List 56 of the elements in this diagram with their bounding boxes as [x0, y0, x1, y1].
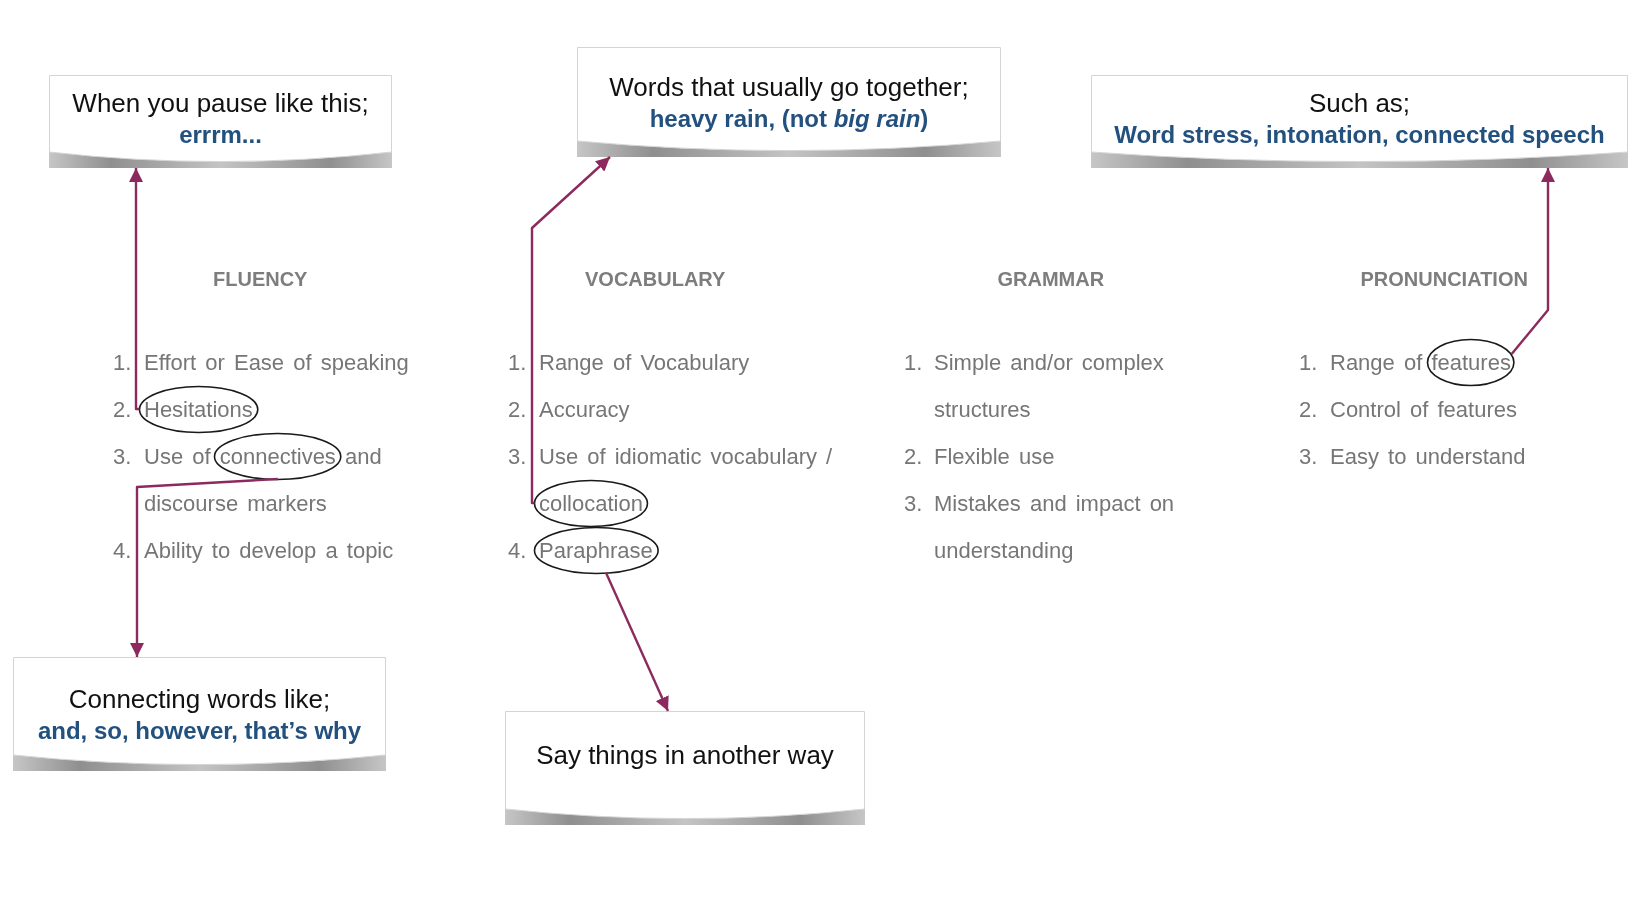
list-item: Mistakes and impact on understanding [934, 489, 1176, 565]
callout-text: When you pause like this; [72, 88, 369, 119]
highlight-ellipse [532, 525, 660, 575]
example-text: Word stress, intonation, connected speech [1114, 120, 1605, 150]
list-number: 4. [113, 536, 132, 565]
list-item: Flexible use [934, 442, 1055, 471]
callout-text: Such as; [1308, 88, 1411, 119]
list-item: Paraphrase [539, 536, 653, 565]
column-heading: GRAMMAR [997, 267, 1105, 291]
list-number: 1. [904, 348, 923, 377]
list-number: 2. [1299, 395, 1318, 424]
list-number: 1. [1299, 348, 1318, 377]
list-item: Effort or Ease of speaking [144, 348, 409, 377]
highlight-ellipse [137, 384, 260, 434]
list-number: 4. [508, 536, 527, 565]
list-item: Control of features [1330, 395, 1517, 424]
callout-text: Words that usually go together; [609, 72, 969, 103]
arrow [130, 477, 278, 657]
callout-card [577, 47, 1001, 157]
highlight-ellipse [213, 431, 343, 481]
list-number: 3. [113, 442, 132, 471]
list-item: Use of idiomatic vocabulary / collocation [539, 442, 834, 518]
list-item: Easy to understand [1330, 442, 1526, 471]
list-item: Accuracy [539, 395, 630, 424]
callout-card [13, 657, 386, 771]
list-number: 3. [1299, 442, 1318, 471]
callout-card [49, 75, 392, 168]
highlight-ellipse [1426, 337, 1516, 387]
example-text: heavy rain, (not big rain) [649, 104, 929, 134]
callout-text: Say things in another way [536, 739, 834, 771]
callout-card [1091, 75, 1628, 168]
arrow [604, 572, 670, 712]
list-item: Ability to develop a topic [144, 536, 394, 565]
callout-text: Connecting words like; [68, 684, 331, 715]
column-heading: FLUENCY [213, 267, 308, 291]
list-item: Range of Vocabulary [539, 348, 750, 377]
list-number: 3. [508, 442, 527, 471]
arrow [1510, 168, 1555, 355]
callout-card [505, 711, 865, 825]
list-number: 1. [508, 348, 527, 377]
list-item: Use of connectives and discourse markers [144, 442, 383, 518]
list-number: 2. [508, 395, 527, 424]
list-number: 3. [904, 489, 923, 518]
example-text: and, so, however, that’s why [37, 716, 362, 746]
list-item: Range of features [1330, 348, 1511, 377]
list-number: 2. [113, 395, 132, 424]
list-number: 1. [113, 348, 132, 377]
list-item: Hesitations [144, 395, 253, 424]
column-heading: PRONUNCIATION [1360, 267, 1528, 291]
arrow [530, 156, 611, 505]
list-number: 2. [904, 442, 923, 471]
highlight-ellipse [533, 478, 649, 528]
example-text: errrm... [179, 120, 262, 150]
list-item: Simple and/or complex structures [934, 348, 1165, 424]
arrow [129, 168, 143, 411]
column-heading: VOCABULARY [585, 267, 726, 291]
